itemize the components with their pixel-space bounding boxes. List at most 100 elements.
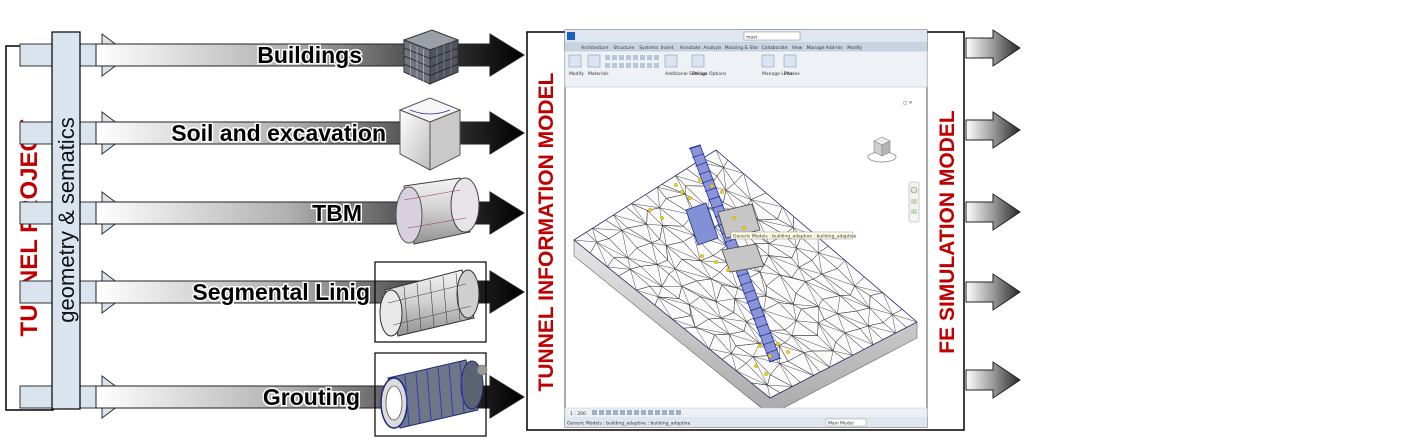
tunnel-ring: [695, 161, 708, 167]
tunnel-ring: [708, 195, 721, 201]
view-control-icon[interactable]: [620, 410, 625, 415]
ribbon-tab[interactable]: Architecture: [581, 45, 609, 51]
ribbon-button-icon[interactable]: [587, 54, 601, 68]
ribbon-tab[interactable]: Systems: [639, 45, 659, 51]
ribbon-tab[interactable]: Manage: [807, 45, 825, 51]
ribbon-tool-icon[interactable]: [647, 55, 652, 60]
ribbon-tab[interactable]: View: [792, 45, 803, 51]
ribbon-tab[interactable]: Massing & Site: [725, 45, 759, 51]
ribbon-tool-icon[interactable]: [633, 55, 638, 60]
monitoring-point: [714, 260, 718, 264]
input-label: Segmental Linig: [192, 279, 370, 305]
view-control-icon[interactable]: [627, 410, 632, 415]
view-control-icons: [592, 410, 681, 415]
input-row: Grouting: [19, 352, 525, 437]
segmental-lining-icon: [374, 261, 487, 343]
view-label: □ ✕: [903, 101, 913, 106]
monitoring-point: [688, 196, 692, 200]
monitoring-point: [660, 216, 664, 220]
ribbon-tool-icon[interactable]: [640, 55, 645, 60]
navigation-bar: [908, 181, 920, 223]
input-row: Soil and excavation: [19, 97, 525, 171]
tunnel-ring: [768, 357, 782, 363]
ribbon-tool-icon[interactable]: [640, 63, 645, 68]
view-control-icon[interactable]: [613, 410, 618, 415]
main-model-box: [825, 418, 867, 427]
ribbon-button-label[interactable]: Materials: [588, 71, 609, 77]
input-row: Segmental Linig: [19, 261, 525, 343]
input-label: Soil and excavation: [171, 120, 386, 146]
output-arrow: [965, 111, 1021, 149]
view-control-icon[interactable]: [655, 410, 660, 415]
ribbon-tool-icon[interactable]: [654, 63, 659, 68]
tunnel-ring: [752, 315, 766, 320]
tunnel-ring: [759, 332, 772, 337]
tunnel-ring: [724, 238, 737, 244]
ribbon-tool-icon[interactable]: [633, 63, 638, 68]
building-block-right: [717, 203, 761, 239]
tunnel-ring: [765, 349, 778, 354]
view-control-icon[interactable]: [669, 410, 674, 415]
tunnel-ring: [698, 170, 711, 175]
ribbon-tool-icon[interactable]: [647, 63, 652, 68]
tunnel-ring: [756, 323, 769, 329]
tunnel-ring: [704, 187, 718, 192]
ribbon-tool-icon[interactable]: [619, 55, 624, 60]
ribbon-button-icon[interactable]: [783, 54, 797, 68]
ribbon-tool-icon[interactable]: [626, 55, 631, 60]
monitoring-point: [742, 226, 746, 230]
monitoring-point: [768, 354, 772, 358]
ribbon-button-icon[interactable]: [691, 54, 705, 68]
tunnel-ring: [749, 306, 762, 312]
view-control-icon[interactable]: [662, 410, 667, 415]
fe-simulation-model-label: FE SIMULATION MODEL: [936, 110, 959, 354]
ribbon-tool-icon[interactable]: [612, 63, 617, 68]
ribbon-tool-icon[interactable]: [612, 55, 617, 60]
ribbon-tab[interactable]: Insert: [661, 45, 674, 51]
ribbon-tab[interactable]: Collaborate: [762, 45, 788, 51]
ribbon-tab[interactable]: Structure: [613, 45, 634, 51]
ribbon-tool-icon[interactable]: [619, 63, 624, 68]
scale-label: 1 : 200: [570, 411, 586, 417]
view-control-icon[interactable]: [634, 410, 639, 415]
ribbon-button-icon[interactable]: [568, 54, 582, 68]
tunnel-ring: [736, 272, 750, 278]
monitoring-point: [726, 268, 730, 272]
tunnel-ring: [701, 178, 714, 184]
ribbon-button-label[interactable]: Phases: [784, 71, 800, 77]
screenshot-search-text: mast: [746, 35, 757, 41]
view-control-icon[interactable]: [676, 410, 681, 415]
ribbon-tool-icon[interactable]: [654, 55, 659, 60]
monitoring-point: [758, 344, 762, 348]
input-row: Buildings: [19, 29, 525, 85]
geometry-semantics-label: geometry & sematics: [54, 117, 79, 322]
ribbon-button-label[interactable]: Manage Links: [762, 71, 794, 77]
view-control-icon[interactable]: [641, 410, 646, 415]
ribbon-tab[interactable]: Analyze: [703, 45, 721, 51]
ribbon-tool-icon[interactable]: [605, 63, 610, 68]
view-control-icon[interactable]: [606, 410, 611, 415]
building-block-lower: [721, 243, 765, 273]
building-model-icon: [402, 29, 460, 85]
ribbon-button-label[interactable]: Additional Settings: [665, 71, 708, 77]
ribbon-tool-icon[interactable]: [605, 55, 610, 60]
grouting-ring-icon: [374, 352, 488, 437]
main-model-text: Main Model: [828, 420, 854, 426]
status-bar-text: Generic Models : building_adaptive : bui…: [567, 421, 691, 427]
view-control-icon[interactable]: [592, 410, 597, 415]
view-control-icon[interactable]: [648, 410, 653, 415]
ribbon-button-label[interactable]: Design Options: [692, 71, 727, 77]
ribbon-tab[interactable]: Add-Ins: [826, 45, 844, 51]
ribbon-button-icon[interactable]: [761, 54, 775, 68]
ribbon-tab[interactable]: Annotate: [680, 45, 701, 51]
view-control-icon[interactable]: [599, 410, 604, 415]
ribbon-button-label[interactable]: Modify: [569, 71, 584, 77]
monitoring-point: [680, 190, 684, 194]
ribbon-button-icon[interactable]: [664, 54, 678, 68]
monitoring-point: [732, 216, 736, 220]
ribbon-tool-icon[interactable]: [626, 63, 631, 68]
ribbon-tab[interactable]: Modify: [847, 45, 862, 51]
tunnel-project-label: TUNNEL PROJECT: [16, 119, 43, 336]
